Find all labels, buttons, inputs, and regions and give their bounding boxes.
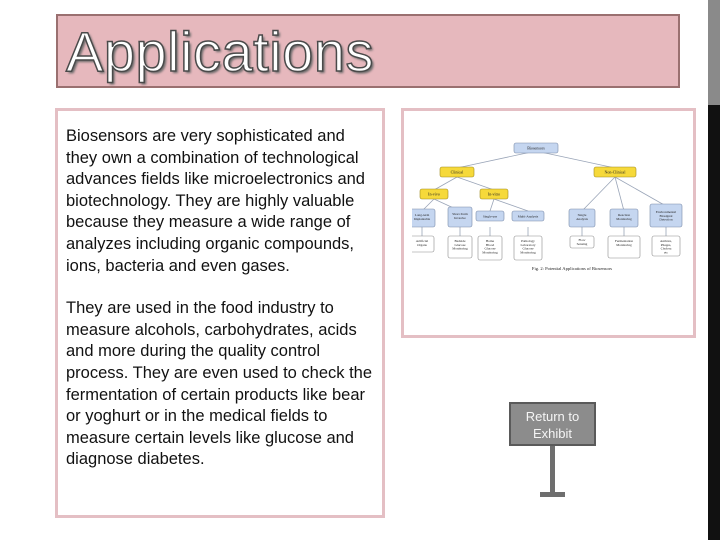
level4-nodes [412,235,681,261]
return-button-line2: Exhibit [532,426,573,441]
title-banner: Applications [56,14,680,88]
node-l3-label-3: Multi-Analysis [518,215,539,219]
right-edge-bar [708,0,720,540]
return-to-exhibit-button[interactable]: Return to Exhibit [509,402,596,446]
figure-panel: Biosensors Clinical Non-Clinical In-vivo… [401,108,696,338]
text-panel: Biosensors are very sophisticated and th… [55,108,385,518]
node-root [513,142,559,154]
biosensor-applications-diagram: Biosensors Clinical Non-Clinical In-vivo… [412,142,683,271]
node-in-vitro [479,188,509,200]
node-clinical-label: Clinical [451,170,465,175]
paragraph-intro: Biosensors are very sophisticated and th… [66,127,365,275]
level3-nodes [412,203,683,228]
node-non-clinical [593,166,637,178]
page-title: Applications [65,19,374,84]
node-clinical [439,166,475,178]
right-edge-tab [708,0,720,105]
figure-caption: Fig. 2: Potential Applications of Biosen… [532,266,612,271]
node-in-vivo-label: In-vivo [428,192,440,197]
node-l3-label-2: Single-use [483,215,498,219]
paragraph-uses: They are used in the food industry to me… [66,299,373,469]
sign-post-base [540,492,565,497]
diagram-connectors [421,150,667,236]
node-root-label: Biosensors [527,146,545,151]
sign-post [550,446,555,495]
node-non-clinical-label: Non-Clinical [605,170,627,175]
node-in-vivo [419,188,449,200]
return-button-line1: Return to [525,409,580,424]
node-in-vitro-label: In-vitro [488,192,500,197]
